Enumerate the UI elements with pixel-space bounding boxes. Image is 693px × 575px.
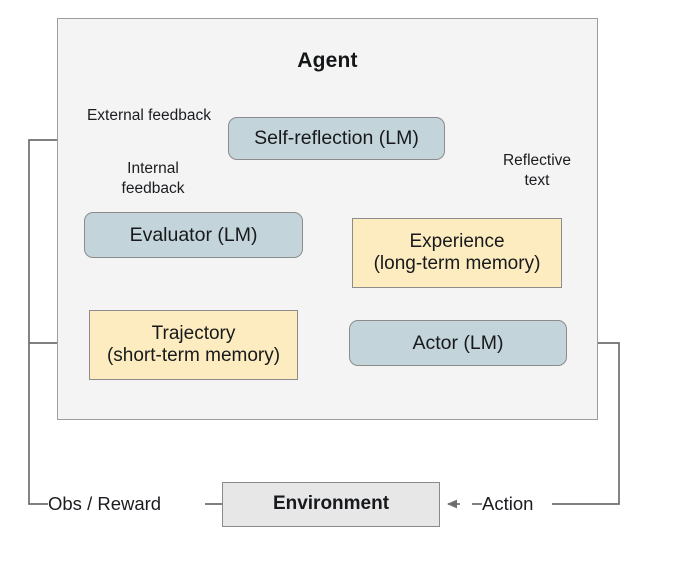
- agent-title: Agent: [297, 49, 358, 72]
- node-evaluator[interactable]: Evaluator (LM): [84, 212, 303, 258]
- edge-label-internal-feedback: Internal feedback: [117, 159, 189, 200]
- node-trajectory-title: Trajectory: [151, 322, 236, 344]
- node-trajectory[interactable]: Trajectory (short-term memory): [89, 310, 298, 380]
- edge-label-reflective-text: Reflective text: [497, 151, 577, 192]
- edge-label-action: Action: [482, 492, 552, 517]
- node-actor[interactable]: Actor (LM): [349, 320, 567, 366]
- node-trajectory-subtitle: (short-term memory): [106, 345, 281, 366]
- node-environment-label: Environment: [272, 493, 390, 515]
- node-self-reflection-label: Self-reflection (LM): [254, 127, 419, 149]
- node-experience[interactable]: Experience (long-term memory): [352, 218, 562, 288]
- node-experience-subtitle: (long-term memory): [373, 253, 541, 274]
- node-environment[interactable]: Environment: [222, 482, 440, 527]
- node-self-reflection[interactable]: Self-reflection (LM): [228, 117, 445, 160]
- node-actor-label: Actor (LM): [412, 331, 504, 354]
- edge-label-obs-reward: Obs / Reward: [48, 492, 200, 517]
- edge-label-external-feedback: External feedback: [74, 106, 224, 127]
- node-experience-title: Experience: [409, 230, 505, 252]
- node-evaluator-label: Evaluator (LM): [129, 223, 258, 246]
